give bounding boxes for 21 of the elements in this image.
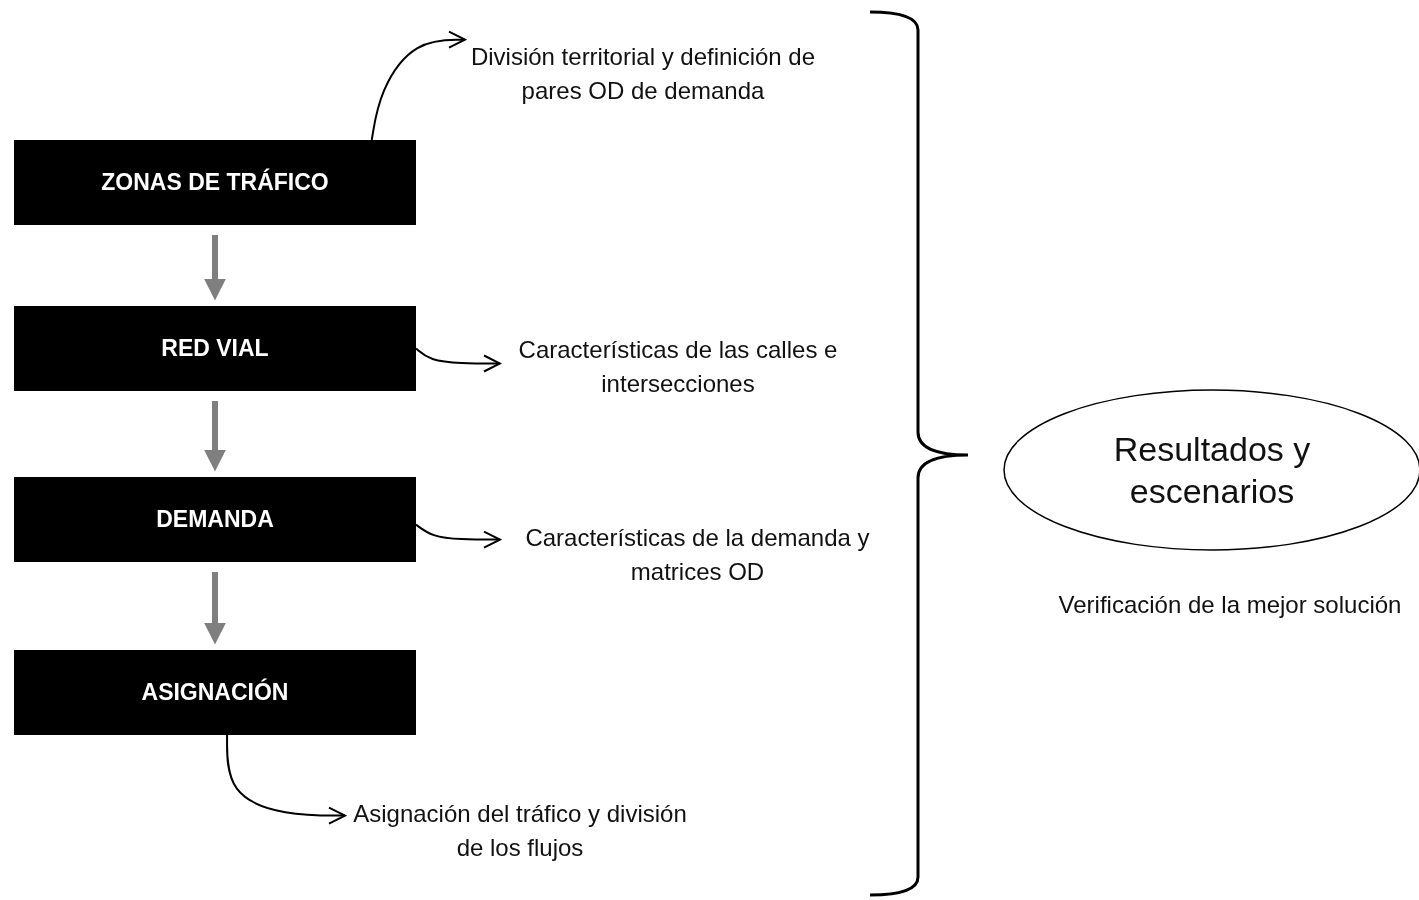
description-text: Características de la demanda y matrices OD [500, 520, 895, 590]
box-label: ZONAS DE TRÁFICO [101, 169, 329, 196]
process-box [14, 477, 416, 562]
description-text: División territorial y definición de pares OD de demanda [465, 22, 821, 126]
arrow [204, 401, 226, 472]
box-label: DEMANDA [156, 506, 274, 533]
process-box [14, 650, 416, 735]
arrow [204, 572, 226, 645]
process-box [14, 140, 416, 225]
arrow [226, 734, 346, 825]
arrow [415, 347, 501, 373]
process-box [14, 306, 416, 391]
arrow [370, 30, 466, 141]
ellipse-label: Resultados y escenarios [1112, 429, 1312, 512]
box-label: ASIGNACIÓN [141, 679, 289, 706]
caption-text: Verificación de la mejor solución [1057, 590, 1403, 620]
arrow [204, 235, 226, 301]
description-text: Asignación del tráfico y división de los flujos [345, 796, 695, 866]
arrow [415, 523, 501, 549]
description-text: Características de las calles e intersecciones [500, 332, 856, 402]
box-label: RED VIAL [161, 335, 269, 362]
